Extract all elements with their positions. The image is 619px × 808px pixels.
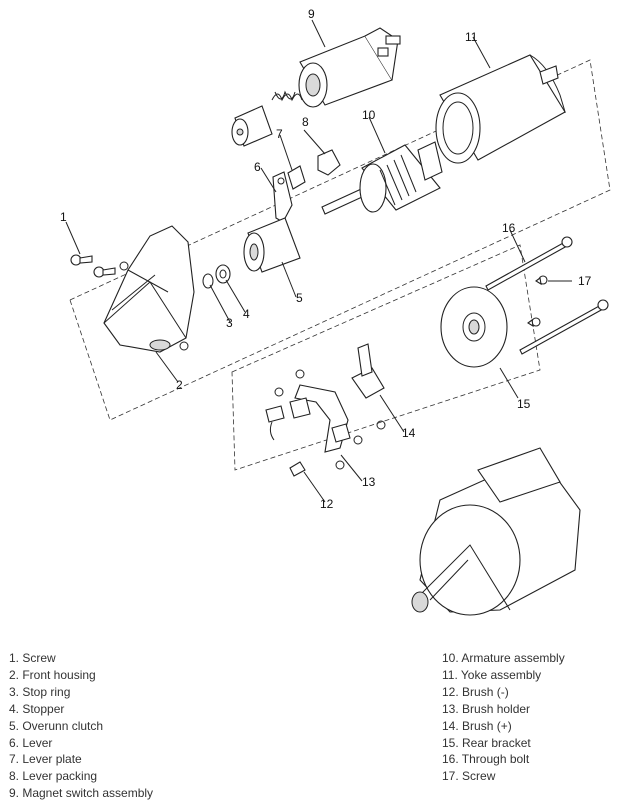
brush-holder xyxy=(274,369,363,470)
overrun-clutch xyxy=(243,217,301,273)
front-screws xyxy=(70,254,116,278)
assembled-starter xyxy=(411,447,581,616)
legend-item: 2. Front housing xyxy=(9,667,96,682)
callout-12: 12 xyxy=(320,497,334,511)
callout-10: 10 xyxy=(362,108,376,122)
legend-item: 15. Rear bracket xyxy=(442,735,531,750)
plunger-spring xyxy=(271,90,303,102)
legend-item: 6. Lever xyxy=(9,735,53,750)
legend-left-column: 1. Screw 2. Front housing 3. Stop ring 4… xyxy=(9,650,153,802)
callout-5: 5 xyxy=(296,291,303,305)
callout-8: 8 xyxy=(302,115,309,129)
callout-3: 3 xyxy=(226,316,233,330)
plunger xyxy=(231,105,273,147)
brush-minus xyxy=(265,405,306,477)
stopper xyxy=(215,264,231,284)
callout-15: 15 xyxy=(517,397,531,411)
legend-item: 1. Screw xyxy=(9,651,56,665)
legend-item: 12. Brush (-) xyxy=(442,684,509,699)
stop-ring xyxy=(202,273,214,289)
through-bolts xyxy=(485,236,609,355)
brush-plus xyxy=(351,343,386,430)
rear-bracket xyxy=(440,286,508,368)
exploded-starter-diagram: 1 2 3 4 5 6 7 8 9 10 11 12 13 14 15 16 1… xyxy=(60,7,611,616)
callout-16: 16 xyxy=(502,221,516,235)
callout-9: 9 xyxy=(308,7,315,21)
assembly-outline-upper xyxy=(69,59,611,421)
callout-1: 1 xyxy=(60,210,67,224)
callout-7: 7 xyxy=(276,127,283,141)
front-housing xyxy=(103,225,195,353)
legend-right-column: 10. Armature assembly 11. Yoke assembly … xyxy=(442,650,565,785)
callout-6: 6 xyxy=(254,160,261,174)
armature-assembly xyxy=(321,141,443,215)
lever-packing xyxy=(317,149,341,176)
legend-item: 8. Lever packing xyxy=(9,769,98,784)
callout-4: 4 xyxy=(243,307,250,321)
rear-screws xyxy=(527,275,548,328)
legend-item: 3. Stop ring xyxy=(9,684,71,699)
legend-item: 7. Lever plate xyxy=(9,752,82,767)
callout-2: 2 xyxy=(176,378,183,392)
callout-14: 14 xyxy=(402,426,416,440)
legend-item: 11. Yoke assembly xyxy=(442,667,542,682)
callout-17: 17 xyxy=(578,274,592,288)
legend-item: 5. Overunn clutch xyxy=(9,718,104,733)
callout-11: 11 xyxy=(465,30,478,44)
legend-item: 9. Magnet switch assembly xyxy=(9,786,154,801)
legend-item: 10. Armature assembly xyxy=(442,651,565,665)
callout-numbers: 1 2 3 4 5 6 7 8 9 10 11 12 13 14 15 16 1… xyxy=(60,7,592,511)
yoke-assembly xyxy=(435,54,566,164)
assembly-outline-lower xyxy=(231,244,541,471)
callout-13: 13 xyxy=(362,475,376,489)
legend-item: 13. Brush holder xyxy=(442,701,531,716)
leader-lines xyxy=(65,19,572,503)
magnet-switch-assembly xyxy=(298,27,401,108)
legend-item: 16. Through bolt xyxy=(442,752,530,767)
legend-item: 17. Screw xyxy=(442,769,496,784)
lever xyxy=(272,171,293,223)
legend-item: 4. Stopper xyxy=(9,701,65,716)
legend-item: 14. Brush (+) xyxy=(442,718,512,733)
lever-plate xyxy=(287,165,306,190)
